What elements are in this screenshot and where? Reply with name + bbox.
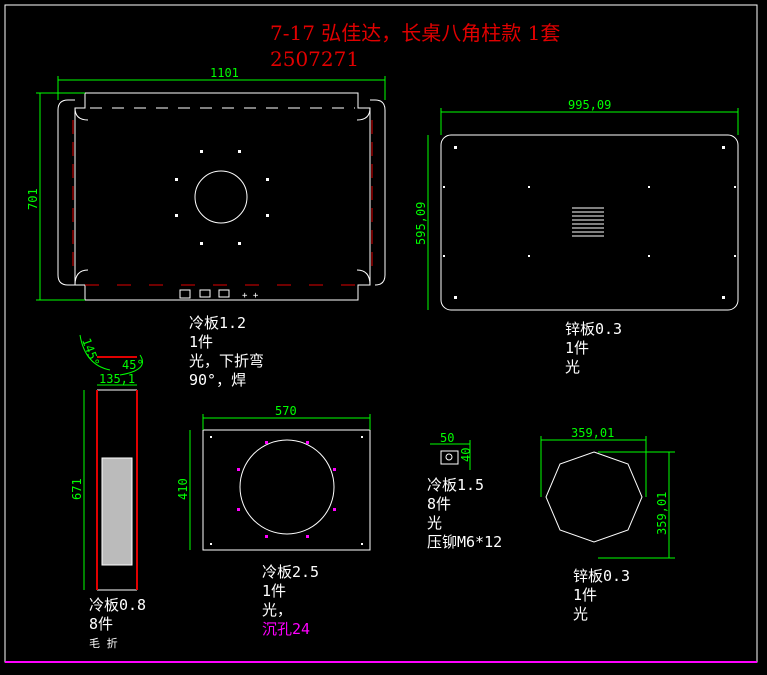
note-material: 冷板0.8	[89, 596, 147, 614]
dim-width-1101: 1101	[210, 66, 239, 80]
note-quantity: 1件	[262, 582, 287, 600]
dim-height-40: 40	[459, 448, 473, 462]
part6-notes: 锌板0.3 1件 光	[573, 567, 630, 624]
note-quantity: 8件	[89, 615, 114, 633]
part-cold-plate-1-5	[430, 440, 471, 470]
note-material: 锌板0.3	[573, 567, 631, 585]
part5-notes: 冷板1.5 8件 光 压铆M6*12	[427, 476, 502, 552]
note-material: 冷板1.5	[427, 476, 485, 494]
note-countersink: 沉孔24	[262, 620, 311, 638]
dim-height-359: 359,01	[655, 492, 669, 535]
dim-width-359: 359,01	[571, 426, 614, 440]
dim-width-50: 50	[440, 431, 454, 445]
dim-height-410: 410	[176, 478, 190, 500]
note-material: 锌板0.3	[565, 320, 623, 338]
drawing-number: 2507271	[270, 47, 360, 71]
note-quantity: 1件	[573, 586, 598, 604]
dim-width-570: 570	[275, 404, 297, 418]
note-quantity: 1件	[565, 339, 590, 357]
drawing-title: 7-17 弘佳达，长桌八角柱款 1套	[270, 21, 561, 45]
dim-height-671: 671	[70, 478, 84, 500]
part2-notes: 锌板0.3 1件 光	[565, 320, 622, 377]
dim-width-995: 995,09	[568, 98, 611, 112]
part-zinc-plate-octagon	[540, 436, 675, 559]
svg-text:+ +: + +	[242, 291, 259, 301]
part3-notes: 冷板0.8 8件 毛 折	[89, 596, 146, 653]
note-material: 冷板2.5	[262, 563, 320, 581]
note-finish: 光	[565, 358, 581, 376]
note-process: 90°，焊	[189, 371, 247, 389]
dim-width-135: 135,1	[99, 372, 135, 386]
part1-notes: 冷板1.2 1件 光，下折弯 90°，焊	[189, 314, 264, 390]
note-quantity: 1件	[189, 333, 214, 351]
dim-height-701: 701	[26, 188, 40, 210]
note-quantity: 8件	[427, 495, 452, 513]
part-cold-plate-2-5	[189, 414, 371, 551]
dim-angle-145: 145°	[79, 336, 102, 368]
part-cold-plate-1-2: + +	[36, 76, 386, 301]
note-finish: 光	[427, 514, 443, 532]
dim-angle-45: 45°	[122, 358, 144, 372]
part-cold-plate-0-8	[79, 334, 143, 591]
note-material: 冷板1.2	[189, 314, 247, 332]
note-finish: 光	[573, 605, 589, 623]
part4-notes: 冷板2.5 1件 光， 沉孔24	[262, 563, 319, 639]
note-press-rivet: 压铆M6*12	[427, 533, 503, 551]
note-process: 毛 折	[89, 637, 118, 650]
part-zinc-plate-panel	[427, 108, 739, 311]
note-finish: 光，下折弯	[189, 352, 265, 370]
note-finish: 光，	[262, 601, 293, 619]
dim-height-595: 595,09	[414, 202, 428, 245]
